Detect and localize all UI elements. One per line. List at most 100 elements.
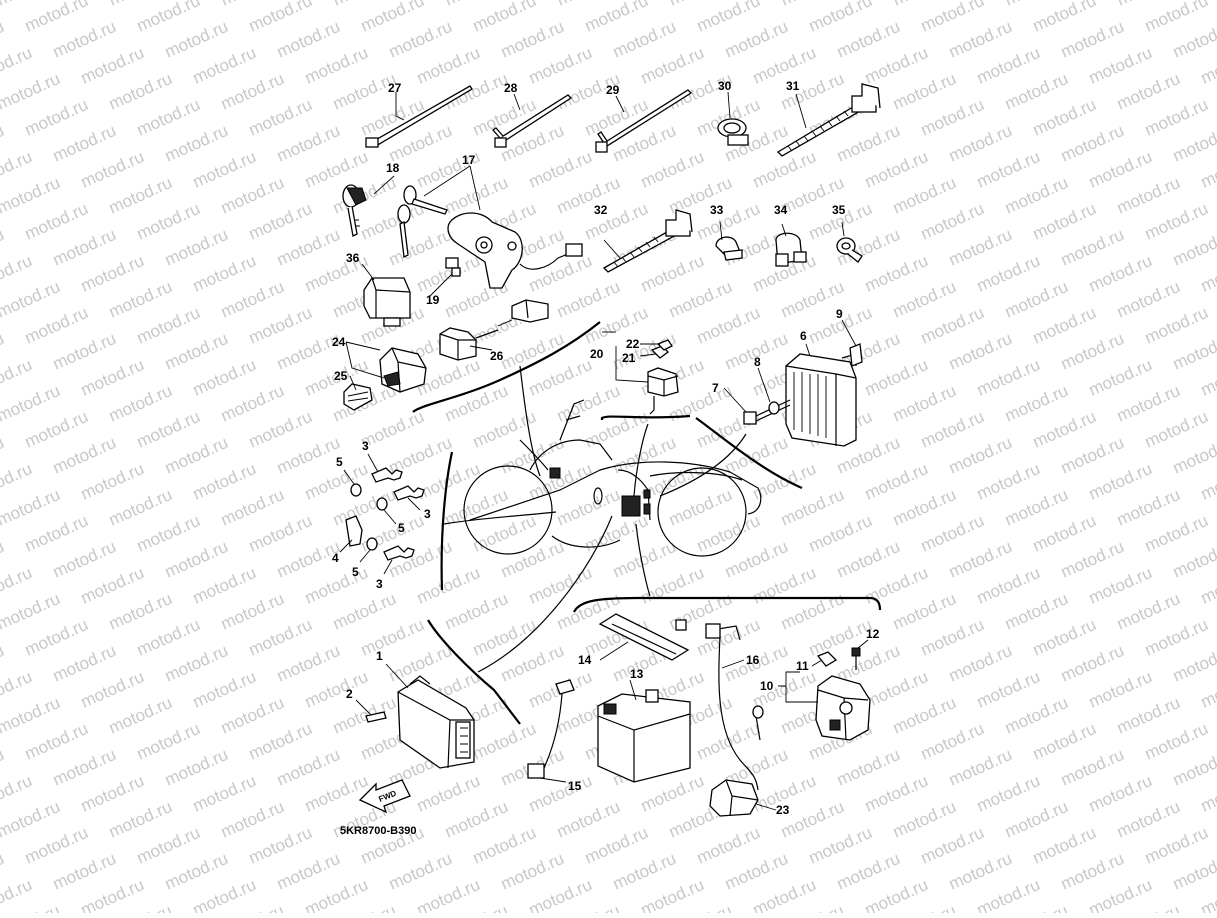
watermark-text: motod.ru (918, 615, 987, 660)
watermark-text: motod.ru (890, 69, 959, 114)
bracket-9-icon (849, 343, 863, 367)
watermark-text: motod.ru (1002, 277, 1071, 322)
watermark-text: motod.ru (498, 537, 567, 582)
watermark-text: motod.ru (190, 459, 259, 504)
clamp-34-icon (775, 232, 807, 267)
watermark-text: motod.ru (50, 641, 119, 686)
watermark-text: motod.ru (190, 147, 259, 192)
watermark-text: motod.ru (190, 563, 259, 608)
watermark-text: motod.ru (498, 641, 567, 686)
callout-6: 6 (800, 329, 807, 343)
watermark-text: motod.ru (22, 823, 91, 868)
watermark-text: motod.ru (162, 641, 231, 686)
watermark-text: motod.ru (834, 745, 903, 790)
watermark-text: motod.ru (246, 95, 315, 140)
watermark-text: motod.ru (582, 511, 651, 556)
watermark-text: motod.ru (246, 823, 315, 868)
watermark-text: motod.ru (946, 537, 1015, 582)
callout-28: 28 (504, 81, 518, 95)
watermark-text: motod.ru (1142, 303, 1211, 348)
callout-23: 23 (776, 803, 790, 817)
callout-33: 33 (710, 203, 724, 217)
watermark-text: motod.ru (1114, 277, 1183, 322)
watermark-text: motod.ru (1170, 121, 1217, 166)
watermark-text: motod.ru (162, 225, 231, 270)
watermark-text: motod.ru (274, 225, 343, 270)
drawing: FWD (332, 79, 882, 837)
watermark-text: motod.ru (414, 563, 483, 608)
watermark-text: motod.ru (862, 43, 931, 88)
watermark-text: motod.ru (218, 589, 287, 634)
watermark-text: motod.ru (134, 303, 203, 348)
watermark-text: motod.ru (806, 823, 875, 868)
sensor-3a-icon (371, 467, 403, 483)
watermark-text: motod.ru (610, 17, 679, 62)
watermark-text: motod.ru (0, 797, 63, 842)
clamp-35-icon (836, 237, 863, 263)
watermark-text: motod.ru (106, 797, 175, 842)
watermark-text: motod.ru (554, 277, 623, 322)
callout-22: 22 (626, 337, 640, 351)
watermark-text: motod.ru (1058, 433, 1127, 478)
motorcycle-outline (463, 399, 762, 557)
watermark-text: motod.ru (778, 589, 847, 634)
watermark-text: motod.ru (1114, 485, 1183, 530)
callout-12: 12 (866, 627, 880, 641)
watermark-text: motod.ru (134, 719, 203, 764)
watermark-text: motod.ru (554, 797, 623, 842)
watermark-text: motod.ru (274, 121, 343, 166)
watermark-text: motod.ru (218, 69, 287, 114)
watermark-text: motod.ru (470, 823, 539, 868)
watermark-text: motod.ru (22, 511, 91, 556)
watermark-text: motod.ru (946, 17, 1015, 62)
callout-5a: 5 (336, 455, 343, 469)
connector-26-icon (439, 299, 549, 361)
watermark-text: motod.ru (862, 251, 931, 296)
watermark-text: motod.ru (1170, 225, 1217, 270)
watermark-text: motod.ru (974, 43, 1043, 88)
watermark-text: motod.ru (414, 771, 483, 816)
watermark-text: motod.ru (890, 381, 959, 426)
watermark-text: motod.ru (582, 95, 651, 140)
watermark-text: motod.ru (918, 719, 987, 764)
watermark-text: motod.ru (190, 355, 259, 400)
bracket-4-icon (345, 515, 363, 547)
watermark-text: motod.ru (722, 17, 791, 62)
watermark-text: motod.ru (722, 849, 791, 894)
watermark-text: motod.ru (946, 433, 1015, 478)
watermark-text: motod.ru (1086, 563, 1155, 608)
watermark-text: motod.ru (974, 147, 1043, 192)
watermark-text: motod.ru (638, 43, 707, 88)
watermark-text: motod.ru (302, 875, 371, 913)
watermark-text: motod.ru (582, 407, 651, 452)
watermark-text: motod.ru (946, 641, 1015, 686)
watermark-text: motod.ru (0, 277, 63, 322)
watermark-text: motod.ru (162, 433, 231, 478)
watermark-text: motod.ru (862, 771, 931, 816)
watermark-text: motod.ru (1142, 199, 1211, 244)
watermark-text: motod.ru (862, 875, 931, 913)
section-boundary-lower-left (427, 619, 521, 725)
leader-relay (633, 423, 649, 497)
watermark-text: motod.ru (218, 693, 287, 738)
watermark-text: motod.ru (974, 875, 1043, 913)
watermark-text: motod.ru (1086, 667, 1155, 712)
watermark-text: motod.ru (750, 563, 819, 608)
watermark-text: motod.ru (1002, 69, 1071, 114)
watermark-text: motod.ru (386, 537, 455, 582)
watermark-text: motod.ru (302, 147, 371, 192)
watermark-text: motod.ru (50, 745, 119, 790)
watermark-text: motod.ru (302, 563, 371, 608)
callout-30: 30 (718, 79, 732, 93)
watermark-text: motod.ru (274, 433, 343, 478)
watermark-text: motod.ru (106, 277, 175, 322)
watermark-text: motod.ru (106, 589, 175, 634)
watermark-text: motod.ru (1170, 17, 1217, 62)
watermark-text: motod.ru (22, 719, 91, 764)
clamp-30-icon (717, 118, 749, 146)
watermark-text: motod.ru (1142, 615, 1211, 660)
clamp-33-icon (715, 236, 743, 261)
watermark-text: motod.ru (22, 615, 91, 660)
watermark-text: motod.ru (190, 771, 259, 816)
watermark-text: motod.ru (78, 459, 147, 504)
